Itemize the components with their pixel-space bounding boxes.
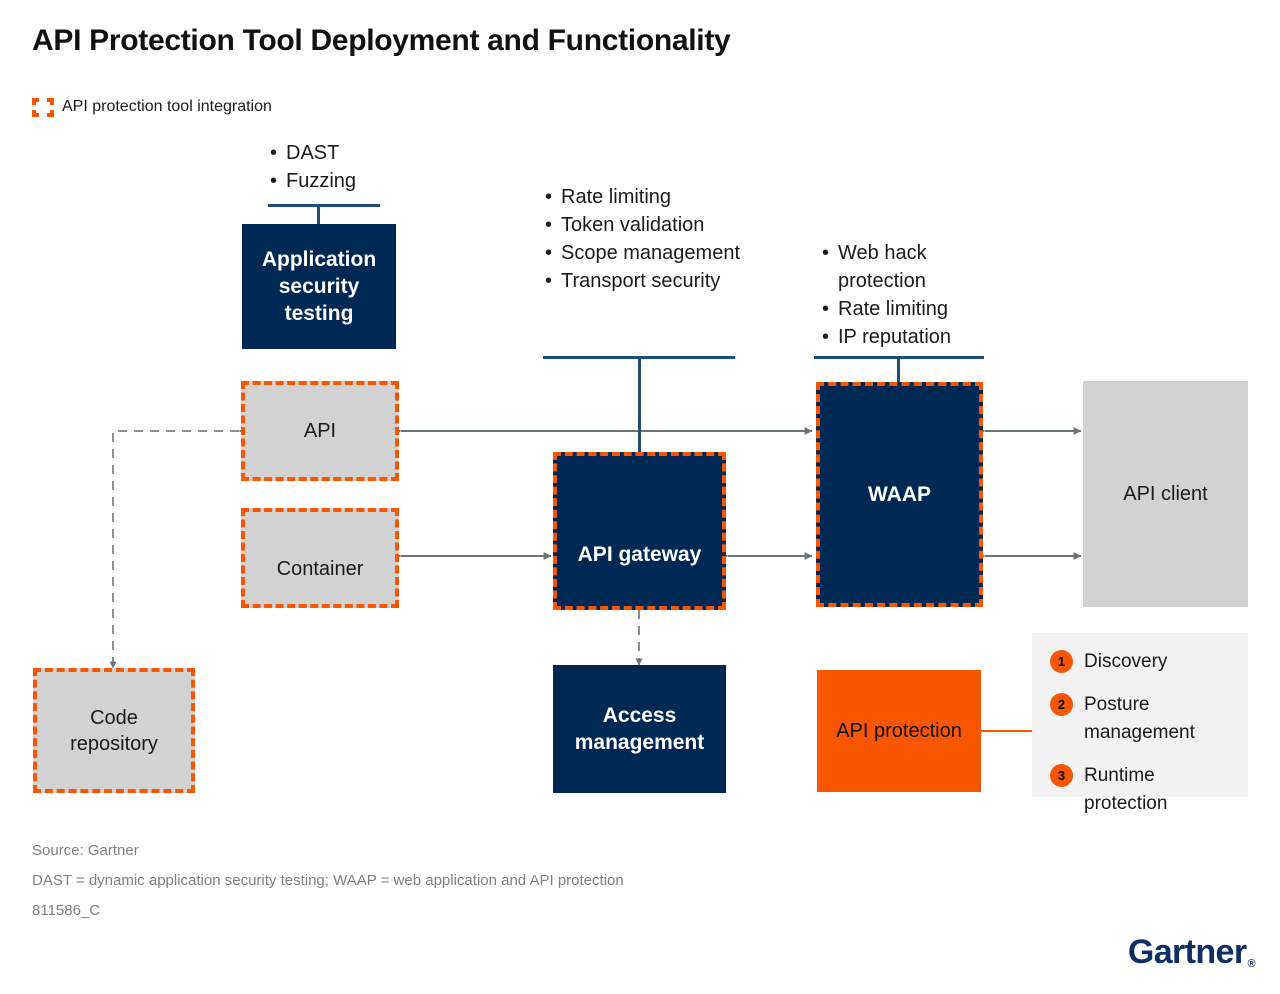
callout-api-gateway: Rate limiting Token validation Scope man… — [543, 183, 743, 295]
callout-item: Token validation — [543, 211, 743, 239]
box-label: Application security testing — [261, 248, 377, 325]
callout-stem-ast — [317, 204, 320, 224]
box-label: API gateway — [577, 543, 702, 566]
box-access-management[interactable]: Access management — [553, 665, 726, 793]
box-label: API client — [1123, 483, 1208, 505]
box-api-gateway[interactable]: API gateway — [553, 452, 726, 610]
box-label: API — [303, 420, 337, 442]
footer-abbreviations: DAST = dynamic application security test… — [32, 872, 624, 889]
legend-integration-key: API protection tool integration — [32, 96, 272, 118]
legend-integration-label: API protection tool integration — [62, 98, 272, 115]
box-label: Container — [276, 558, 364, 580]
callout-waap: Web hack protection Rate limiting IP rep… — [820, 239, 995, 351]
page-title: API Protection Tool Deployment and Funct… — [32, 24, 731, 57]
legend-item-posture-management[interactable]: 2 Posture management — [1050, 691, 1240, 747]
callout-stem-waap — [897, 356, 900, 382]
box-label: Code repository — [70, 706, 158, 755]
registered-mark: ® — [1247, 958, 1255, 970]
box-label: API protection — [836, 720, 962, 742]
callout-item: Scope management — [543, 239, 743, 267]
api-protection-legend-connector — [981, 730, 1032, 732]
box-waap[interactable]: WAAP — [816, 382, 983, 607]
callout-item: DAST — [268, 139, 356, 167]
legend-number-badge: 3 — [1050, 764, 1073, 787]
box-container[interactable]: Container — [241, 508, 399, 608]
callout-item: Web hack protection — [820, 239, 995, 295]
box-api-protection[interactable]: API protection — [817, 670, 981, 792]
callout-item: IP reputation — [820, 323, 995, 351]
legend-item-runtime-protection[interactable]: 3 Runtime protection — [1050, 762, 1240, 818]
gartner-logo: Gartner® — [1127, 933, 1256, 972]
api-protection-capability-panel: 1 Discovery 2 Posture management 3 Runti… — [1032, 633, 1248, 814]
footer-source: Source: Gartner — [32, 842, 139, 859]
footer-code: 811586_C — [32, 902, 101, 919]
box-api[interactable]: API — [241, 381, 399, 481]
legend-item-label: Discovery — [1084, 651, 1168, 672]
box-code-repository[interactable]: Code repository — [33, 668, 195, 793]
legend-item-label: Runtime protection — [1084, 765, 1168, 814]
box-label: WAAP — [868, 483, 931, 506]
callout-item: Rate limiting — [820, 295, 995, 323]
callout-rule-ast — [268, 204, 380, 207]
box-label: Access management — [574, 704, 705, 754]
legend-item-label: Posture management — [1084, 694, 1195, 743]
gartner-logo-text: Gartner — [1127, 933, 1247, 971]
callout-stem-gateway — [638, 356, 641, 452]
callout-app-security-testing: DAST Fuzzing — [268, 139, 356, 195]
box-api-client[interactable]: API client — [1083, 381, 1248, 607]
dashed-square-icon — [32, 97, 54, 117]
callout-item: Rate limiting — [543, 183, 743, 211]
legend-number-badge: 1 — [1050, 650, 1073, 673]
callout-item: Transport security — [543, 267, 743, 295]
legend-item-discovery[interactable]: 1 Discovery — [1050, 648, 1167, 676]
box-application-security-testing[interactable]: Application security testing — [242, 224, 396, 349]
legend-number-badge: 2 — [1050, 693, 1073, 716]
callout-item: Fuzzing — [268, 167, 356, 195]
